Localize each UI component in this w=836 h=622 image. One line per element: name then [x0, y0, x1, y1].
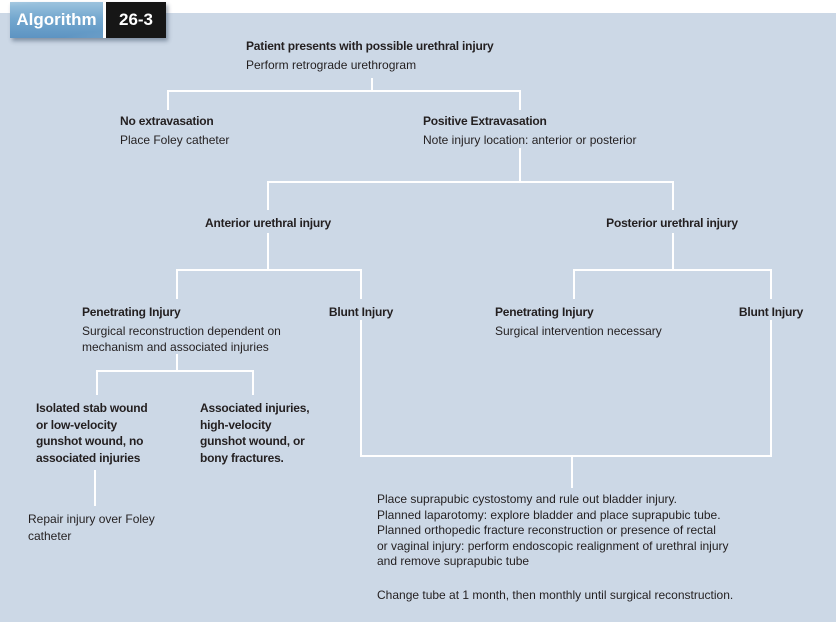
- node-root: Patient presents with possible urethral …: [246, 38, 494, 74]
- node-anterior-penetrating: Penetrating Injury Surgical reconstructi…: [82, 304, 281, 355]
- connector-posterior-branch: [573, 269, 772, 271]
- connector-to-anterior: [267, 181, 269, 210]
- node-no-extravasation-subtitle: Place Foley catheter: [120, 133, 230, 147]
- node-posterior-penetrating-title: Penetrating Injury: [495, 305, 594, 319]
- connector-to-isolated-stab: [96, 370, 98, 395]
- suprapubic-paragraph-2: Change tube at 1 month, then monthly unt…: [377, 587, 734, 602]
- connector-to-associated-injuries: [252, 370, 254, 395]
- node-posterior-urethral-injury: Posterior urethral injury: [606, 215, 738, 231]
- badge-label-text: Algorithm: [16, 10, 97, 29]
- node-isolated-stab-wound: Isolated stab wound or low-velocity guns…: [36, 400, 148, 466]
- algorithm-badge: Algorithm 26-3: [10, 2, 166, 38]
- node-root-title: Patient presents with possible urethral …: [246, 39, 494, 53]
- node-posterior-penetrating: Penetrating Injury Surgical intervention…: [495, 304, 662, 340]
- node-posterior-blunt-title: Blunt Injury: [738, 305, 804, 319]
- connector-blunt-convergence: [360, 455, 772, 457]
- node-repair-foley: Repair injury over Foley catheter: [28, 511, 155, 544]
- connector-to-anterior-blunt: [360, 269, 362, 299]
- connector-anterior-down: [267, 233, 269, 271]
- algorithm-badge-label: Algorithm: [10, 2, 106, 38]
- node-positive-extravasation: Positive Extravasation Note injury locat…: [423, 113, 636, 149]
- node-anterior-blunt-title: Blunt Injury: [328, 305, 394, 319]
- node-no-extravasation: No extravasation Place Foley catheter: [120, 113, 229, 149]
- connector-posterior-down: [672, 233, 674, 271]
- connector-to-no-extravasation: [167, 90, 169, 110]
- connector-to-suprapubic: [571, 455, 573, 488]
- node-no-extravasation-title: No extravasation: [120, 114, 214, 128]
- node-posterior-title: Posterior urethral injury: [606, 216, 738, 230]
- connector-to-repair-foley: [94, 470, 96, 506]
- node-isolated-stab-title: Isolated stab wound or low-velocity guns…: [36, 401, 148, 465]
- connector-root-down: [371, 78, 373, 91]
- node-suprapubic-cystostomy: Place suprapubic cystostomy and rule out…: [377, 492, 733, 603]
- connector-to-positive-extravasation: [519, 90, 521, 110]
- node-repair-foley-text: Repair injury over Foley catheter: [28, 512, 155, 543]
- connector-posterior-blunt-down: [770, 320, 772, 457]
- node-associated-injuries-title: Associated injuries, high-velocity gunsh…: [200, 401, 310, 465]
- connector-penetrating-down: [176, 354, 178, 372]
- node-anterior-penetrating-subtitle: Surgical reconstruction dependent on mec…: [82, 324, 281, 354]
- top-strip: [0, 0, 836, 13]
- connector-to-posterior-penetrating: [573, 269, 575, 299]
- connector-penetrating-branch: [96, 370, 254, 372]
- connector-anterior-blunt-down: [360, 320, 362, 457]
- node-anterior-title: Anterior urethral injury: [205, 216, 331, 230]
- connector-to-posterior-blunt: [770, 269, 772, 299]
- algorithm-badge-number: 26-3: [106, 2, 166, 38]
- connector-level1-branch: [167, 90, 521, 92]
- badge-number-text: 26-3: [118, 10, 154, 29]
- node-root-subtitle: Perform retrograde urethrogram: [246, 58, 417, 72]
- node-anterior-penetrating-title: Penetrating Injury: [82, 305, 181, 319]
- node-posterior-penetrating-subtitle: Surgical intervention necessary: [495, 324, 662, 338]
- node-anterior-urethral-injury: Anterior urethral injury: [205, 215, 331, 231]
- node-positive-extravasation-title: Positive Extravasation: [423, 114, 547, 128]
- connector-to-anterior-penetrating: [176, 269, 178, 299]
- node-positive-extravasation-subtitle: Note injury location: anterior or poster…: [423, 133, 637, 147]
- suprapubic-paragraph-1: Place suprapubic cystostomy and rule out…: [377, 492, 729, 568]
- connector-level2-branch: [267, 181, 674, 183]
- connector-to-posterior: [672, 181, 674, 210]
- node-posterior-blunt: Blunt Injury: [739, 304, 803, 320]
- node-anterior-blunt: Blunt Injury: [329, 304, 393, 320]
- node-associated-injuries: Associated injuries, high-velocity gunsh…: [200, 400, 310, 466]
- connector-anterior-branch: [176, 269, 362, 271]
- connector-positive-down: [519, 148, 521, 183]
